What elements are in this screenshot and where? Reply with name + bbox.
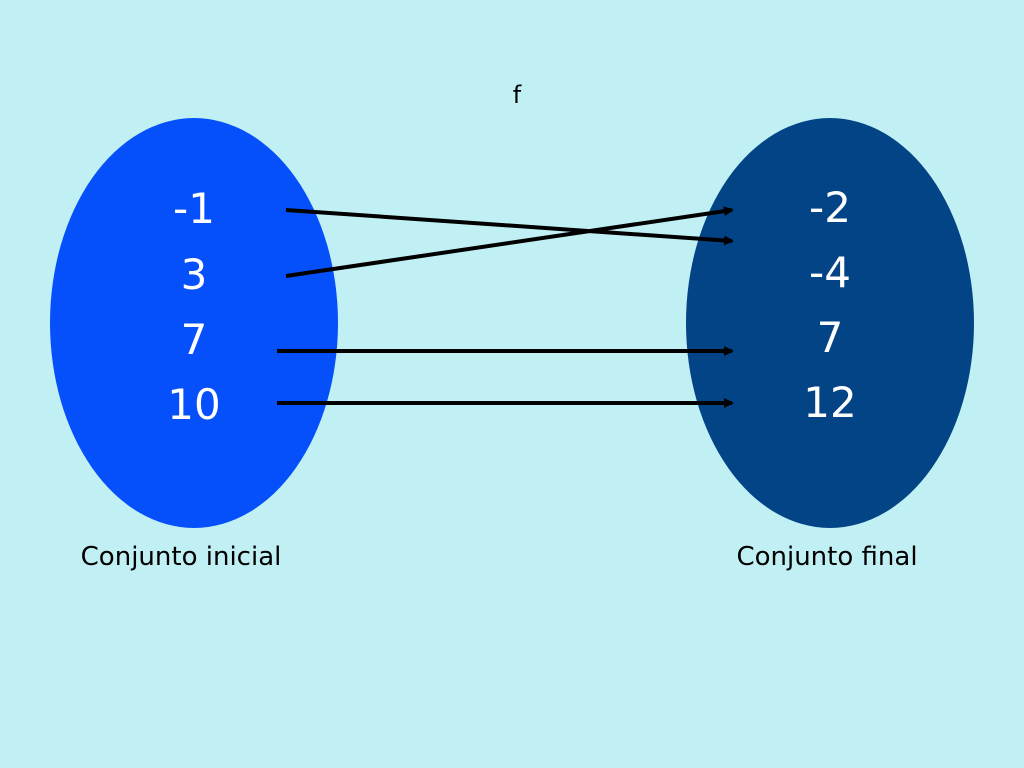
domain-element: 7 bbox=[181, 315, 208, 364]
codomain-element: -2 bbox=[809, 183, 851, 232]
codomain-set bbox=[686, 118, 974, 528]
domain-label: Conjunto inicial bbox=[81, 542, 282, 572]
codomain-label: Conjunto final bbox=[736, 542, 917, 572]
codomain-element: -4 bbox=[809, 248, 851, 297]
domain-element: 3 bbox=[181, 250, 208, 299]
domain-element: -1 bbox=[173, 184, 215, 233]
domain-element: 10 bbox=[167, 380, 220, 429]
mapping-arrow bbox=[285, 208, 734, 246]
codomain-element: 12 bbox=[803, 378, 856, 427]
mapping-arrow bbox=[285, 206, 734, 278]
domain-set bbox=[50, 118, 338, 528]
function-label: f bbox=[513, 81, 522, 109]
codomain-element: 7 bbox=[817, 313, 844, 362]
